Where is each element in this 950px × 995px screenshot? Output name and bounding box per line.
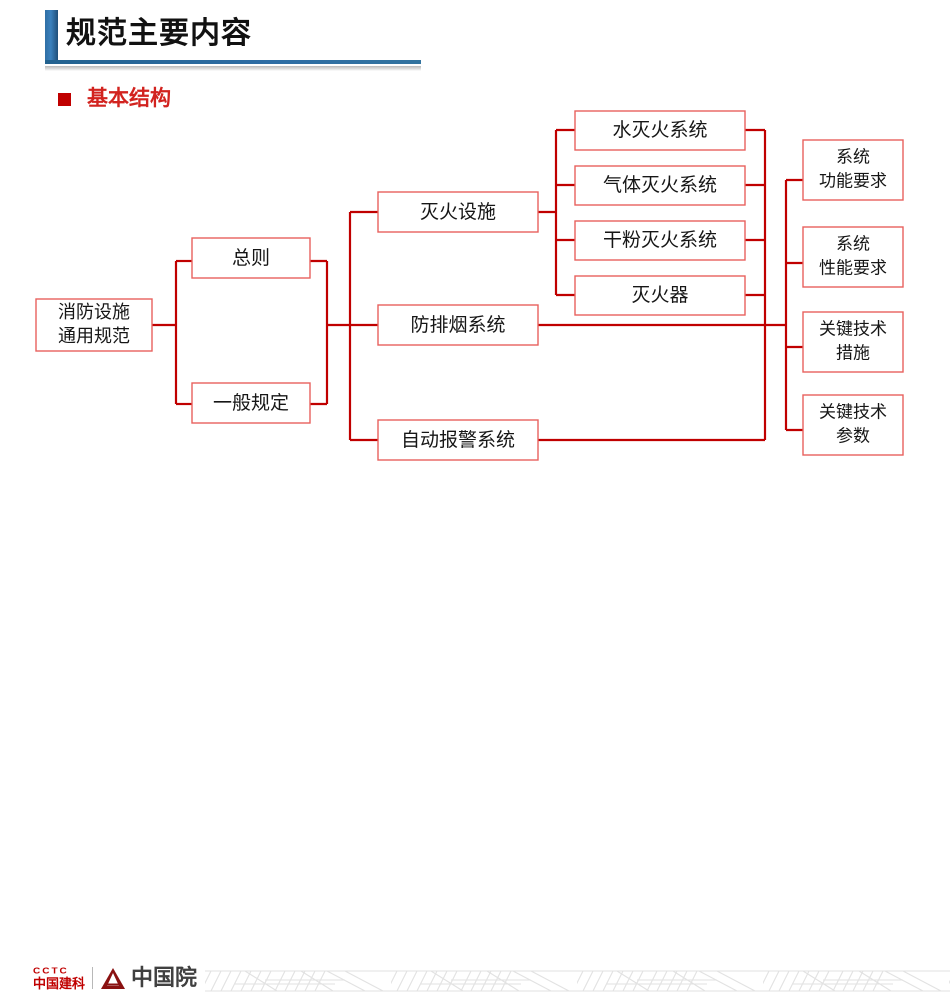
- node-gongneng-label-line2: 功能要求: [819, 171, 887, 190]
- connector-collector-to-level4: [784, 178, 803, 432]
- node-zidongbaojing[interactable]: 自动报警系统: [377, 419, 539, 461]
- node-root-box: [35, 298, 153, 352]
- node-root[interactable]: 消防设施 通用规范: [35, 298, 153, 352]
- node-miehuoqi-label: 灭火器: [631, 285, 688, 306]
- node-zongze-label: 总则: [232, 247, 270, 269]
- node-fangpaiyan-box: [377, 304, 539, 346]
- node-cuoshi[interactable]: 关键技术 措施: [802, 311, 904, 373]
- cctc-logo: CCTC 中国建科: [33, 966, 85, 990]
- node-miehuosheshi-box: [377, 191, 539, 233]
- node-gongneng[interactable]: 系统 功能要求: [802, 139, 904, 201]
- connector-root-to-level1: [152, 259, 192, 406]
- node-xingneng-box: [802, 226, 904, 288]
- node-zongze-box: [191, 237, 311, 279]
- logo-divider: [92, 967, 94, 989]
- zhongguoyuan-brand-text: 中国院: [131, 965, 198, 990]
- node-qiti-box: [574, 165, 746, 206]
- node-xingneng-label-line2: 性能要求: [819, 258, 887, 277]
- node-shui-box: [574, 110, 746, 151]
- slide-footer: CCTC 中国建科 中国院: [0, 475, 950, 995]
- title-underline-rule: [45, 60, 421, 64]
- footer-logo: CCTC 中国建科 中国院: [33, 963, 197, 993]
- node-cuoshi-box: [802, 311, 904, 373]
- node-cuoshi-label-line1: 关键技术: [819, 319, 887, 338]
- node-zidongbaojing-label: 自动报警系统: [401, 429, 515, 451]
- node-yibanguiding-label: 一般规定: [213, 392, 289, 414]
- node-yibanguiding-box: [191, 382, 311, 424]
- node-canshu-box: [802, 394, 904, 456]
- node-qiti-label: 气体灭火系统: [603, 174, 717, 196]
- node-miehuosheshi[interactable]: 灭火设施: [377, 191, 539, 233]
- node-shui-label: 水灭火系统: [612, 119, 707, 141]
- connector-level3-to-collector: [538, 128, 786, 442]
- node-miehuosheshi-label: 灭火设施: [420, 201, 496, 223]
- footer-decorative-pattern: [205, 967, 950, 995]
- node-canshu[interactable]: 关键技术 参数: [802, 394, 904, 456]
- page-title: 规范主要内容: [66, 17, 252, 50]
- node-zidongbaojing-box: [377, 419, 539, 461]
- node-gongneng-label-line1: 系统: [836, 147, 870, 166]
- node-ganfen[interactable]: 干粉灭火系统: [574, 220, 746, 261]
- node-xingneng-label-line1: 系统: [836, 234, 870, 253]
- node-canshu-label-line2: 参数: [836, 426, 870, 445]
- node-root-label-line2: 通用规范: [58, 326, 130, 346]
- section-bullet-label: 基本结构: [87, 87, 171, 110]
- connector-level2-to-level3: [538, 128, 575, 297]
- node-zongze[interactable]: 总则: [191, 237, 311, 279]
- node-qiti[interactable]: 气体灭火系统: [574, 165, 746, 206]
- node-gongneng-box: [802, 139, 904, 201]
- title-underline-shadow: [45, 66, 421, 71]
- section-bullet-row: 基本结构: [58, 86, 171, 112]
- square-bullet-icon: [58, 92, 71, 106]
- triangle-a-icon: [101, 968, 126, 989]
- cctc-latin-text: CCTC: [33, 967, 69, 976]
- node-fangpaiyan[interactable]: 防排烟系统: [377, 304, 539, 346]
- connector-level1-to-trunk: [310, 259, 350, 406]
- node-xingneng[interactable]: 系统 性能要求: [802, 226, 904, 288]
- node-canshu-label-line1: 关键技术: [819, 402, 887, 421]
- connector-trunk-to-level2: [348, 210, 378, 442]
- node-root-label-line1: 消防设施: [58, 302, 130, 322]
- slide-header: 规范主要内容: [0, 0, 950, 80]
- node-cuoshi-label-line2: 措施: [836, 343, 870, 362]
- node-shui[interactable]: 水灭火系统: [574, 110, 746, 151]
- title-accent-bar: [45, 10, 58, 62]
- node-miehuoqi-box: [574, 275, 746, 316]
- node-yibanguiding[interactable]: 一般规定: [191, 382, 311, 424]
- cctc-chinese-text: 中国建科: [33, 976, 86, 991]
- node-ganfen-label: 干粉灭火系统: [603, 229, 717, 251]
- structure-diagram: 消防设施 通用规范 总则 一般规定 灭火设施 防排烟系统 自动报警系统 水灭火系…: [0, 105, 950, 475]
- node-miehuoqi[interactable]: 灭火器: [574, 275, 746, 316]
- node-ganfen-box: [574, 220, 746, 261]
- node-fangpaiyan-label: 防排烟系统: [410, 314, 505, 336]
